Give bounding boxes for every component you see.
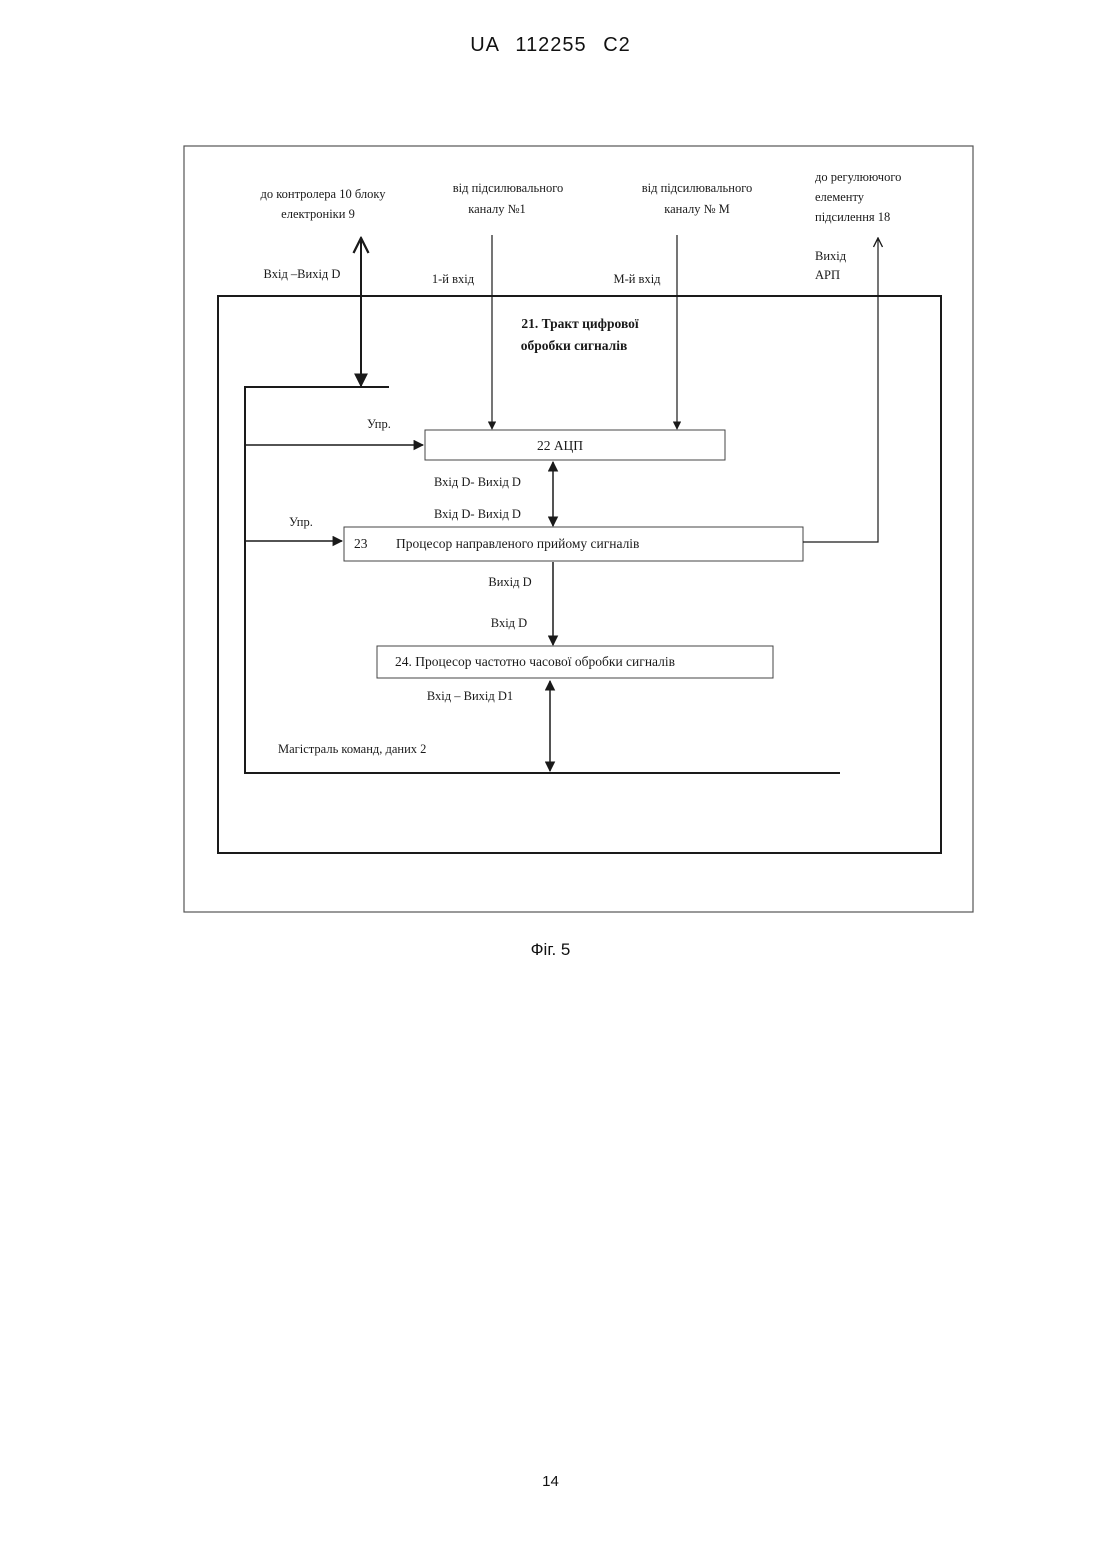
label-to-regulator-a: до регулюючого [815, 170, 901, 184]
label-ctrl-2: Упр. [289, 515, 313, 529]
page-number: 14 [0, 1473, 1101, 1490]
label-input-1: 1-й вхід [432, 272, 475, 286]
label-from-channel-m-a: від підсилювального [642, 181, 753, 195]
figure-caption: Фіг. 5 [0, 940, 1101, 960]
label-to-regulator-c: підсилення 18 [815, 210, 890, 224]
label-output-arp-a: Вихід [815, 249, 847, 263]
label-input-m: М-й вхід [613, 272, 661, 286]
label-output-arp-b: АРП [815, 268, 840, 282]
label-from-channel-m-b: каналу № М [664, 202, 730, 216]
label-in-out-d-a: Вхід D- Вихід D [434, 475, 521, 489]
label-in-out-d: Вхід –Вихід D [264, 267, 341, 281]
block-processor-23-label: Процесор направленого прийому сигналів [396, 536, 639, 551]
processing-path-frame [218, 296, 941, 853]
label-ctrl-1: Упр. [367, 417, 391, 431]
block-processor-23-number: 23 [354, 536, 368, 551]
label-bus: Магістраль команд, даних 2 [278, 742, 426, 756]
path-title-line-2: обробки сигналів [521, 338, 628, 353]
label-in-d: Вхід D [491, 616, 527, 630]
label-to-regulator-b: елементу [815, 190, 865, 204]
label-from-channel-1-a: від підсилювального [453, 181, 564, 195]
arrow-arp-output [803, 238, 878, 542]
label-from-channel-1-b: каналу №1 [468, 202, 526, 216]
label-in-out-d-b: Вхід D- Вихід D [434, 507, 521, 521]
path-title-line-1: 21. Тракт цифрової [521, 316, 639, 331]
block-processor-24-label: 24. Процесор частотно часової обробки си… [395, 654, 675, 669]
label-to-controller-1: до контролера 10 блоку [260, 187, 386, 201]
block-adc-label: 22 АЦП [537, 438, 583, 453]
label-to-controller-2: електроніки 9 [281, 207, 355, 221]
label-out-d: Вихід D [488, 575, 531, 589]
label-in-out-d1: Вхід – Вихід D1 [427, 689, 513, 703]
